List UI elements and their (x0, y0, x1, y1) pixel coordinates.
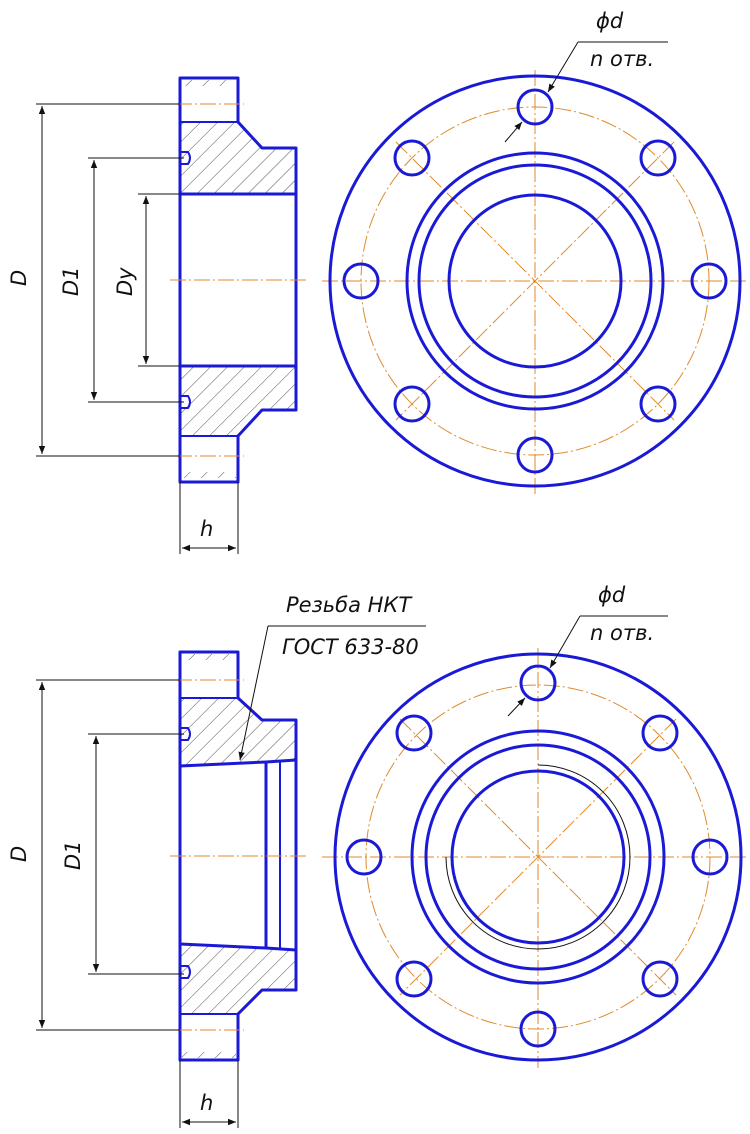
top-hatch-upper (180, 122, 296, 194)
bottom-bolt-hole (641, 960, 679, 998)
top-bolt-hole (393, 385, 431, 423)
bottom-bolt-hole (345, 838, 383, 876)
top-bolt-hole (639, 385, 677, 423)
bottom-groove-lower (180, 965, 191, 979)
top-bolt-hole (639, 139, 677, 177)
bottom-front-axis-d2 (399, 718, 677, 996)
bottom-thread-line-upper (179, 760, 267, 768)
top-bolt-circle (360, 106, 710, 456)
top-front-axis-d2 (395, 141, 675, 421)
top-D1-label: D1 (59, 266, 83, 296)
bottom-D1-label: D1 (61, 840, 85, 870)
top-hole-leader (547, 41, 579, 93)
top-bolt-hole (516, 436, 554, 474)
top-bore-circle (447, 193, 623, 369)
bottom-hole-label: ϕd (598, 583, 626, 607)
bottom-bolt-hole (519, 664, 557, 702)
bottom-thread-leader (238, 625, 269, 761)
bottom-bolt-hole (395, 714, 433, 752)
top-section-outline (178, 76, 298, 484)
bottom-D-label: D (7, 846, 31, 862)
top-Dy-label: Dy (113, 267, 137, 296)
bottom-section-outline (178, 650, 298, 1062)
bottom-thread-label-2: ГОСТ 633-80 (282, 635, 419, 659)
top-groove-lower (180, 395, 191, 409)
bottom-hatch-flange-up (182, 654, 236, 660)
bottom-thread-line-lower (179, 942, 267, 950)
top-outer-circle (328, 74, 742, 488)
bottom-bolt-holes (345, 664, 729, 1048)
bottom-hole-leader-back (507, 697, 526, 717)
top-section-view: D D1 Dy h (7, 76, 306, 554)
top-h-label: h (200, 517, 213, 541)
bottom-hatch-flange-down (182, 1052, 236, 1058)
bottom-bolt-hole (395, 960, 433, 998)
top-bolt-holes (342, 88, 728, 474)
bottom-hole-count-label: n отв. (590, 621, 654, 645)
bottom-bolt-hole (641, 714, 679, 752)
bottom-front-view: ϕd n отв. (322, 583, 748, 1068)
bottom-bolt-hole (519, 1010, 557, 1048)
bottom-groove-circle (424, 743, 652, 971)
bottom-thread-label-1: Резьба НКТ (286, 593, 413, 617)
top-raised-face-circle (405, 151, 665, 411)
bottom-bolt-hole (691, 838, 729, 876)
top-D-label: D (7, 270, 31, 286)
bottom-bore-circle (450, 769, 626, 945)
top-bolt-hole (690, 262, 728, 300)
top-hatch-flange-down (182, 472, 236, 478)
top-groove-circle (417, 163, 653, 399)
bottom-section-view: Резьба НКТ ГОСТ 633-80 D D1 h (7, 593, 426, 1128)
top-groove-upper (180, 151, 191, 165)
bottom-groove-upper (180, 727, 191, 741)
bottom-raised-face-circle (410, 729, 666, 985)
top-hole-label: ϕd (596, 9, 624, 33)
bottom-h-label: h (200, 1091, 213, 1115)
top-bolt-hole (393, 139, 431, 177)
top-bolt-hole (342, 262, 380, 300)
top-bolt-hole (516, 88, 554, 126)
bottom-thread-circle (445, 764, 631, 950)
bottom-hatch-lower (180, 944, 296, 1014)
top-front-view: ϕd n отв. (322, 9, 748, 494)
bottom-bolt-circle (365, 684, 711, 1030)
bottom-hole-leader (549, 615, 581, 669)
top-hole-count-label: n отв. (590, 47, 654, 71)
bottom-outer-circle (333, 652, 743, 1062)
top-hatch-flange-up (182, 80, 236, 86)
top-hole-leader-back (504, 121, 523, 143)
